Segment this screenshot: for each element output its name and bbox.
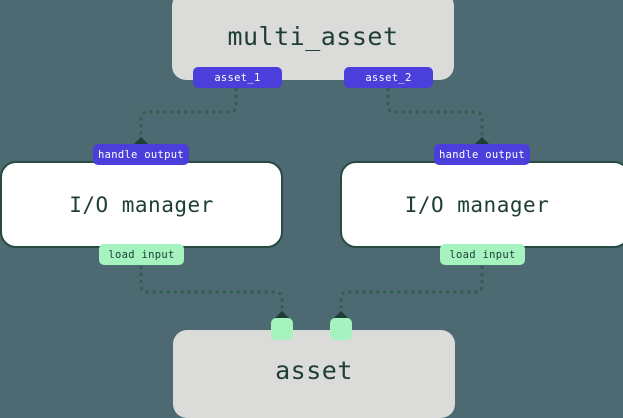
handle-handle-output-right[interactable]: handle output	[434, 144, 530, 165]
handle-load-input-right[interactable]: load input	[440, 244, 525, 265]
node-multi-asset[interactable]: multi_asset	[172, 0, 454, 80]
handle-handle-output-left-label: handle output	[97, 148, 185, 161]
handle-handle-output-left[interactable]: handle output	[93, 144, 189, 165]
edge-asset2-to-handle-output-right	[386, 88, 484, 140]
node-io-manager-right-label: I/O manager	[404, 192, 550, 217]
edge-load-input-left-to-socket-1	[139, 266, 284, 314]
node-multi-asset-label: multi_asset	[227, 21, 399, 51]
handle-load-input-right-label: load input	[449, 248, 516, 261]
handle-handle-output-right-label: handle output	[438, 148, 526, 161]
handle-load-input-left[interactable]: load input	[99, 244, 184, 265]
node-io-manager-right[interactable]: I/O manager	[340, 161, 623, 248]
node-asset[interactable]: asset	[173, 330, 455, 418]
handle-asset-2[interactable]: asset_2	[344, 67, 433, 88]
socket-asset-input-2[interactable]	[330, 318, 352, 340]
handle-asset-2-label: asset_2	[365, 71, 412, 84]
handle-asset-1[interactable]: asset_1	[193, 67, 282, 88]
edge-asset1-to-handle-output-left	[139, 88, 238, 140]
node-io-manager-left-label: I/O manager	[69, 192, 214, 217]
edge-load-input-right-to-socket-2	[339, 266, 484, 314]
handle-load-input-left-label: load input	[108, 248, 175, 261]
node-asset-label: asset	[275, 355, 353, 385]
handle-asset-1-label: asset_1	[214, 71, 261, 84]
node-io-manager-left[interactable]: I/O manager	[0, 161, 283, 248]
socket-asset-input-1[interactable]	[271, 318, 293, 340]
